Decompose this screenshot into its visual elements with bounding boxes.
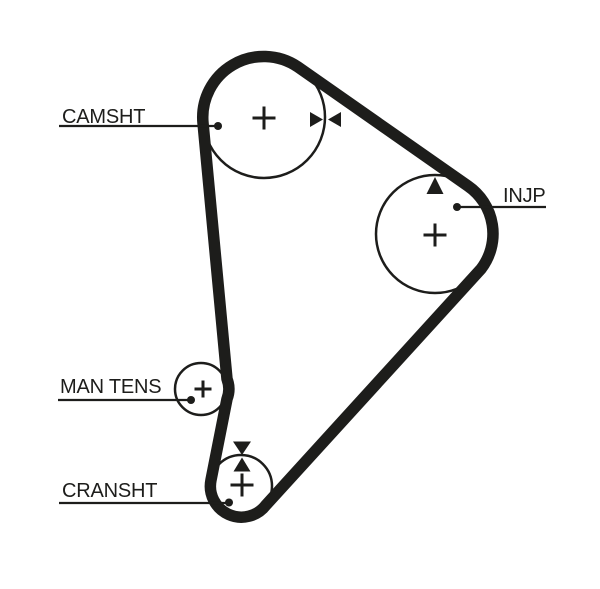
manual-tensioner-label-group: MAN TENS <box>58 376 195 404</box>
injection-pump-label: INJP <box>503 185 546 207</box>
manual-tensioner-label: MAN TENS <box>60 376 161 398</box>
camshaft-leader-dot <box>214 122 222 130</box>
tensioner-center-cross-icon <box>194 380 212 398</box>
crankshaft-label: CRANSHT <box>62 480 157 502</box>
injection-pump-timing-mark-up-triangle-icon <box>426 177 444 194</box>
camshaft-timing-mark-right-triangle-icon <box>310 112 323 127</box>
injection-pump-center-cross-icon <box>423 223 447 247</box>
injection-pump-leader-dot <box>453 203 461 211</box>
timing-belt-path <box>197 50 499 523</box>
crankshaft-label-group: CRANSHT <box>59 480 233 507</box>
camshaft-timing-mark-left-triangle-icon <box>328 112 341 127</box>
camshaft-label-group: CAMSHT <box>59 106 222 130</box>
crankshaft-timing-mark-down-triangle-icon <box>233 441 251 455</box>
crankshaft-leader-dot <box>225 498 233 507</box>
camshaft-label: CAMSHT <box>62 106 145 128</box>
crankshaft-timing-mark-up-triangle-icon <box>233 457 251 472</box>
manual-tensioner-leader-dot <box>187 396 195 404</box>
crankshaft-center-cross-icon <box>230 473 254 497</box>
camshaft-center-cross-icon <box>252 106 276 130</box>
injection-pump-label-group: INJP <box>453 185 546 211</box>
